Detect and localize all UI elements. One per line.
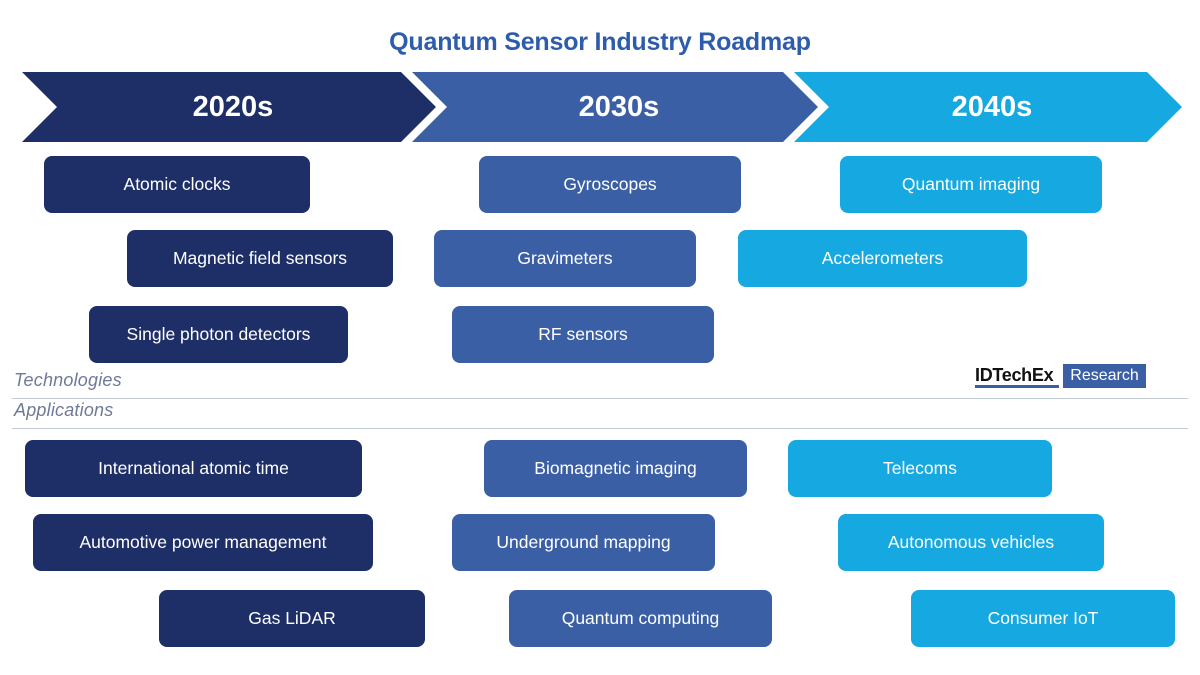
technology-box-label: Quantum imaging — [901, 174, 1041, 195]
technology-box-label: Atomic clocks — [123, 174, 231, 195]
application-box-label: Biomagnetic imaging — [534, 458, 697, 479]
technology-box-label: Accelerometers — [821, 248, 944, 269]
application-box[interactable]: Biomagnetic imaging — [484, 440, 747, 497]
application-box[interactable]: Underground mapping — [452, 514, 715, 571]
technology-box-label: Gyroscopes — [563, 174, 657, 195]
application-box[interactable]: Telecoms — [788, 440, 1052, 497]
section-label-applications: Applications — [14, 400, 114, 420]
timeline-band: 2020s 2030s 2040s — [22, 72, 1182, 142]
timeline-era-label: 2040s — [951, 90, 1033, 123]
application-box[interactable]: Consumer IoT — [911, 590, 1175, 647]
application-box-label: Autonomous vehicles — [887, 532, 1055, 553]
research-badge: Research — [1063, 364, 1146, 388]
technology-box-label: RF sensors — [538, 324, 628, 345]
application-box[interactable]: Quantum computing — [509, 590, 772, 647]
timeline-era-2020s[interactable]: 2020s — [22, 72, 436, 142]
technology-box-label: Gravimeters — [517, 248, 613, 269]
application-box-label: Telecoms — [883, 458, 957, 479]
application-box[interactable]: Autonomous vehicles — [838, 514, 1104, 571]
technology-box[interactable]: Quantum imaging — [840, 156, 1102, 213]
section-divider — [12, 428, 1188, 429]
application-box[interactable]: International atomic time — [25, 440, 362, 497]
timeline-era-label: 2020s — [192, 90, 274, 123]
application-box[interactable]: Gas LiDAR — [159, 590, 425, 647]
timeline-era-2030s[interactable]: 2030s — [412, 72, 818, 142]
section-divider — [12, 398, 1188, 399]
technology-box[interactable]: Accelerometers — [738, 230, 1027, 287]
application-box-label: Quantum computing — [561, 608, 720, 629]
application-box[interactable]: Automotive power management — [33, 514, 373, 571]
application-box-label: Gas LiDAR — [248, 608, 336, 629]
technology-box[interactable]: Single photon detectors — [89, 306, 348, 363]
technology-box[interactable]: Atomic clocks — [44, 156, 310, 213]
technology-box[interactable]: Gyroscopes — [479, 156, 741, 213]
page-title: Quantum Sensor Industry Roadmap — [389, 28, 811, 56]
application-box-label: Automotive power management — [79, 532, 327, 553]
application-box-label: International atomic time — [98, 458, 289, 479]
technology-box[interactable]: Gravimeters — [434, 230, 696, 287]
timeline-era-label: 2030s — [578, 90, 660, 123]
technology-box-label: Single photon detectors — [126, 324, 311, 345]
technology-box-label: Magnetic field sensors — [172, 248, 348, 269]
section-label-technologies: Technologies — [14, 370, 122, 390]
application-box-label: Consumer IoT — [987, 608, 1099, 629]
timeline-era-2040s[interactable]: 2040s — [794, 72, 1182, 142]
idtechex-wordmark: IDTechEx — [975, 364, 1060, 388]
technology-box[interactable]: Magnetic field sensors — [127, 230, 393, 287]
application-box-label: Underground mapping — [496, 532, 671, 553]
technology-box[interactable]: RF sensors — [452, 306, 714, 363]
idtechex-research-logo[interactable]: IDTechEx Research — [975, 364, 1146, 388]
